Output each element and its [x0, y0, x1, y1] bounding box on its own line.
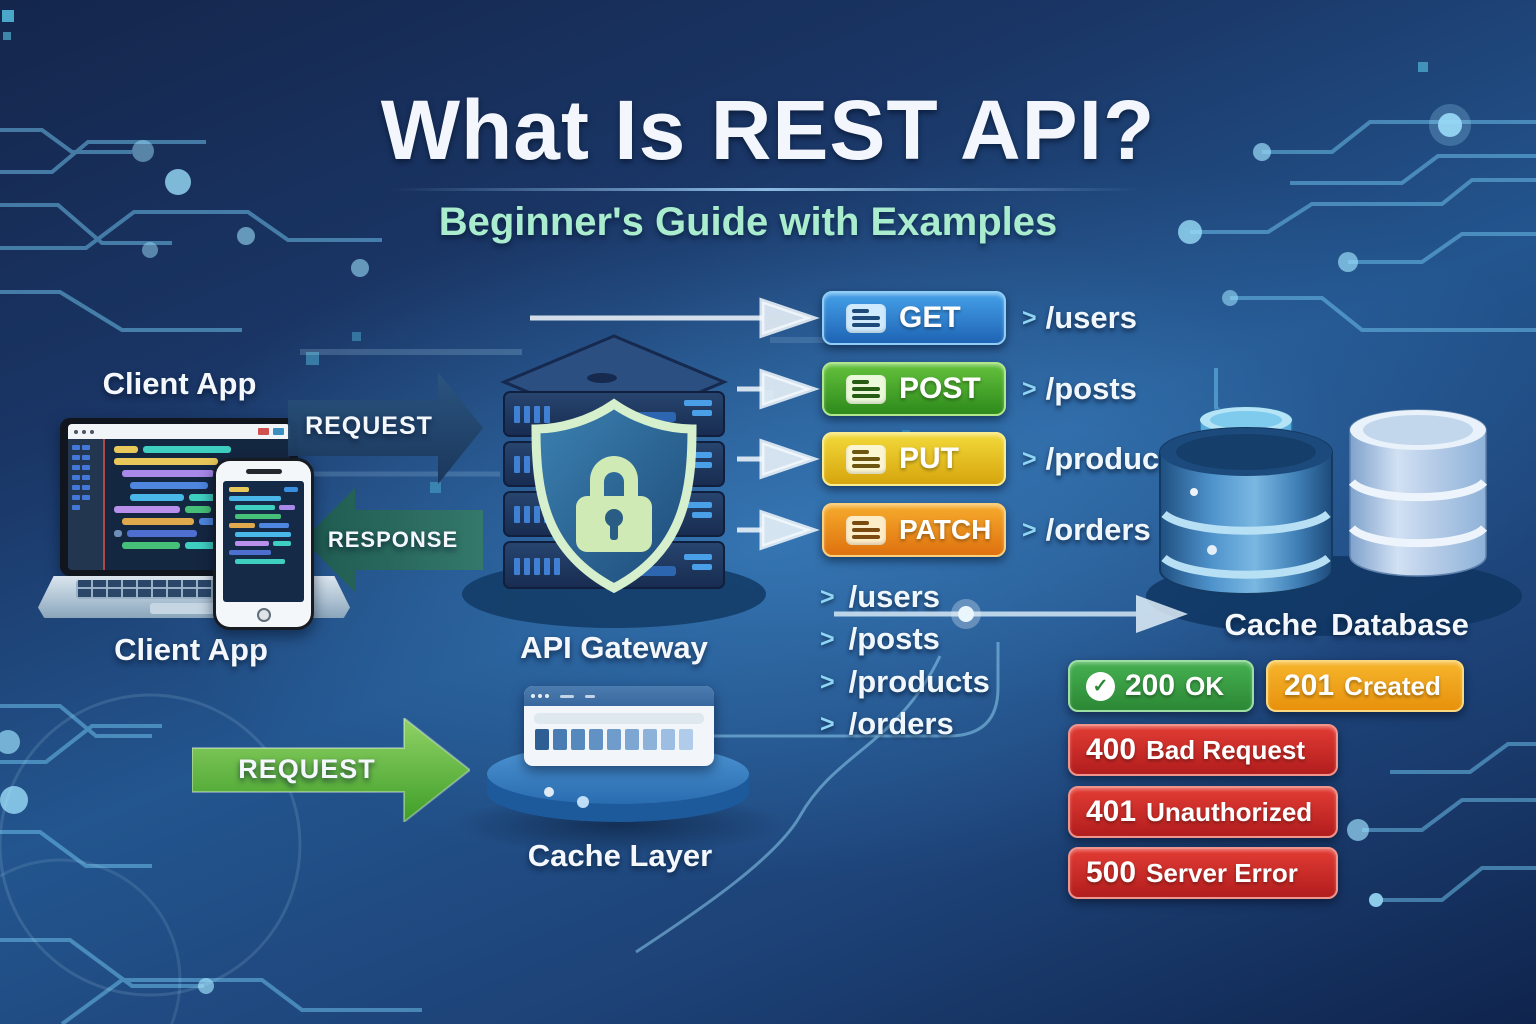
request-arrow-label: REQUEST — [305, 412, 433, 440]
laptop-window-titlebar — [68, 424, 290, 439]
cache-cylinder — [1159, 406, 1333, 595]
list-icon — [846, 303, 886, 333]
method-button-post: POST — [822, 362, 1006, 416]
request-arrow — [288, 372, 483, 484]
status-badge-400: 400 Bad Request — [1068, 724, 1338, 776]
cache-blocks — [535, 729, 703, 750]
title-divider — [392, 188, 1140, 191]
chevron-icon: > — [820, 667, 835, 696]
page-title: What Is REST API? — [380, 83, 1156, 177]
bottom-request-arrow-label: REQUEST — [238, 754, 376, 784]
response-arrow — [303, 488, 483, 592]
database-cylinder — [1348, 409, 1488, 577]
endpoint-list-item: > /products — [820, 664, 990, 699]
status-badge-200: ✓ 200 OK — [1068, 660, 1254, 712]
browser-address-bar — [534, 713, 704, 724]
endpoint-posts: > /posts — [1022, 371, 1137, 406]
laptop-trackpad — [150, 603, 234, 614]
cache-label: Cache — [1224, 607, 1318, 642]
chevron-icon: > — [820, 582, 835, 611]
chevron-icon: > — [820, 624, 835, 653]
bottom-request-arrow — [192, 718, 470, 822]
chevron-icon: > — [1022, 515, 1037, 544]
endpoint-orders: > /orders — [1022, 512, 1151, 547]
api-gateway-illustration — [462, 334, 766, 628]
list-icon — [846, 444, 886, 474]
method-label: GET — [899, 301, 961, 334]
endpoint-list-item: > /posts — [820, 621, 940, 656]
code-editor-sidebar — [68, 439, 103, 570]
method-label: PUT — [899, 442, 959, 475]
endpoint-list-item: > /users — [820, 579, 940, 614]
list-icon — [846, 374, 886, 404]
phone-speaker — [245, 469, 282, 474]
method-button-put: PUT — [822, 432, 1006, 486]
method-button-get: GET — [822, 291, 1006, 345]
status-badge-401: 401 Unauthorized — [1068, 786, 1338, 838]
phone-home-button — [256, 608, 271, 622]
status-badge-500: 500 Server Error — [1068, 847, 1338, 899]
cache-browser-window — [524, 686, 714, 766]
api-gateway-label: API Gateway — [520, 630, 708, 665]
phone-illustration — [213, 458, 314, 630]
method-label: PATCH — [899, 514, 992, 545]
storage-illustration — [1146, 406, 1522, 636]
response-arrow-label: RESPONSE — [327, 527, 459, 552]
chevron-icon: > — [820, 709, 835, 738]
phone-screen — [223, 481, 304, 602]
cache-layer-label: Cache Layer — [527, 838, 713, 873]
status-badge-201: 201 Created — [1266, 660, 1464, 712]
chevron-icon: > — [1022, 444, 1037, 473]
database-label: Database — [1331, 607, 1469, 642]
endpoint-list-item: > /orders — [820, 706, 954, 741]
check-icon: ✓ — [1086, 671, 1115, 701]
method-button-patch: PATCH — [822, 503, 1006, 557]
method-label: POST — [899, 372, 981, 405]
page-subtitle: Beginner's Guide with Examples — [438, 200, 1058, 244]
endpoint-users: > /users — [1022, 300, 1137, 335]
client-app-label-bottom: Client App — [114, 632, 268, 667]
client-app-label-top: Client App — [102, 366, 257, 401]
browser-titlebar — [524, 686, 714, 706]
chevron-icon: > — [1022, 374, 1037, 403]
chevron-icon: > — [1022, 303, 1037, 332]
list-icon — [846, 515, 886, 545]
